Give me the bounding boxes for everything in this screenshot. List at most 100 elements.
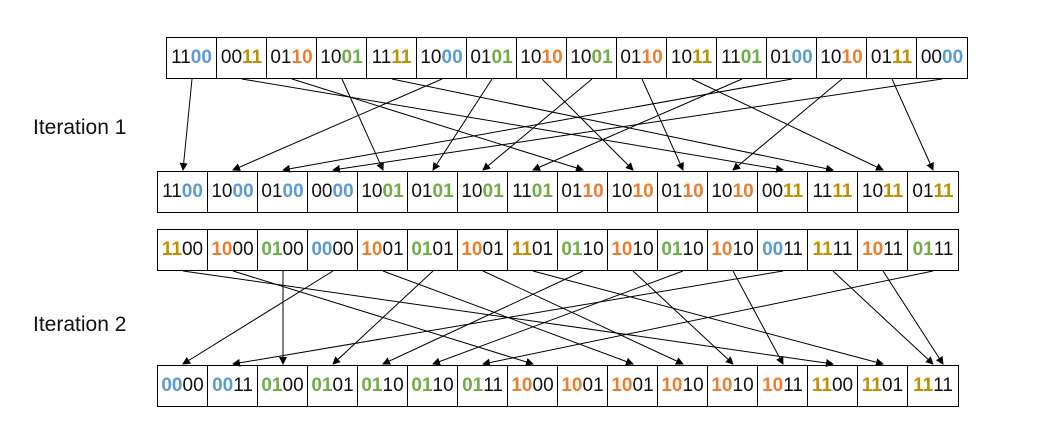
- bit-digits-high: 10: [511, 375, 533, 396]
- bit-digits-low: 10: [432, 375, 454, 396]
- bit-digits-high: 01: [661, 239, 683, 260]
- bit-digits-low: 11: [391, 47, 412, 68]
- bit-digits-high: 11: [811, 375, 832, 396]
- bit-digits-high: 11: [812, 239, 833, 260]
- bit-digits-low: 01: [432, 181, 454, 202]
- bit-digits-low: 00: [332, 239, 354, 260]
- bit-digits-high: 10: [461, 181, 483, 202]
- bit-digits-low: 10: [541, 47, 563, 68]
- arrows-layer: [179, 78, 944, 367]
- bit-digits-high: 11: [511, 239, 532, 260]
- bit-digits-low: 11: [832, 239, 853, 260]
- bit-digits-high: 01: [411, 181, 433, 202]
- bit-digits-high: 10: [361, 239, 383, 260]
- bit-digits-high: 10: [211, 181, 233, 202]
- bit-digits-high: 01: [261, 181, 283, 202]
- bit-digits-high: 10: [461, 239, 483, 260]
- bit-digits-low: 10: [682, 239, 704, 260]
- bit-digits-high: 01: [870, 47, 893, 68]
- bit-digits-low: 00: [190, 47, 212, 68]
- bit-digits-low: 00: [282, 375, 304, 396]
- bit-digits-high: 11: [913, 375, 934, 396]
- bit-digits-low: 00: [332, 181, 354, 202]
- bit-digits-high: 10: [611, 181, 633, 202]
- mapping-arrow: [482, 270, 684, 365]
- bit-digits-high: 01: [361, 375, 383, 396]
- bit-digits-high: 01: [912, 239, 934, 260]
- bit-digits-high: 10: [762, 375, 784, 396]
- bit-digits-low: 11: [832, 181, 853, 202]
- bit-digits-low: 10: [682, 375, 704, 396]
- mapping-arrow: [232, 270, 784, 367]
- mapping-arrow: [432, 270, 684, 366]
- bit-digits-high: 00: [220, 47, 243, 68]
- bit-digits-low: 11: [783, 181, 804, 202]
- bit-digits-low: 01: [881, 375, 904, 396]
- mapping-arrow: [182, 270, 334, 365]
- bit-digits-high: 01: [561, 181, 583, 202]
- bit-digits-low: 10: [632, 239, 654, 260]
- bit-digits-low: 10: [382, 375, 404, 396]
- bit-digits-high: 10: [820, 47, 842, 68]
- bit-digits-low: 01: [740, 47, 762, 68]
- mapping-arrow: [732, 78, 843, 171]
- bit-digits-low: 10: [682, 181, 704, 202]
- bit-digits-high: 01: [411, 239, 433, 260]
- bit-digits-high: 10: [611, 239, 633, 260]
- bit-digits-high: 00: [161, 375, 183, 396]
- bit-digits-high: 01: [912, 181, 934, 202]
- bit-digits-high: 01: [462, 375, 484, 396]
- bit-digits-high: 11: [162, 181, 182, 202]
- bit-digits-high: 11: [161, 239, 182, 260]
- bit-digits-low: 00: [181, 181, 203, 202]
- mapping-arrow: [382, 270, 584, 365]
- iteration-1-label: Iteration 1: [33, 116, 127, 139]
- mapping-arrow: [291, 78, 584, 172]
- bit-digits-low: 01: [632, 375, 654, 396]
- bit-digits-high: 10: [320, 47, 342, 68]
- bit-digits-high: 01: [561, 239, 583, 260]
- bit-digits-high: 01: [270, 47, 292, 68]
- mapping-arrow: [482, 270, 934, 367]
- bit-digits-low: 01: [332, 375, 354, 396]
- mapping-arrow: [832, 270, 934, 365]
- bit-digits-low: 11: [933, 239, 954, 260]
- bit-digits-low: 00: [282, 239, 304, 260]
- bit-digits-high: 10: [711, 239, 733, 260]
- mapping-arrow: [891, 78, 934, 171]
- bit-digits-low: 10: [732, 181, 754, 202]
- bit-digits-high: 01: [261, 375, 283, 396]
- bit-digits-high: 01: [470, 47, 492, 68]
- bit-digits-low: 10: [291, 47, 313, 68]
- bit-digits-low: 10: [841, 47, 863, 68]
- bit-digits-high: 10: [570, 47, 592, 68]
- bit-digits-low: 10: [641, 47, 663, 68]
- bit-digits-high: 11: [171, 47, 191, 68]
- mapping-arrow: [332, 270, 434, 365]
